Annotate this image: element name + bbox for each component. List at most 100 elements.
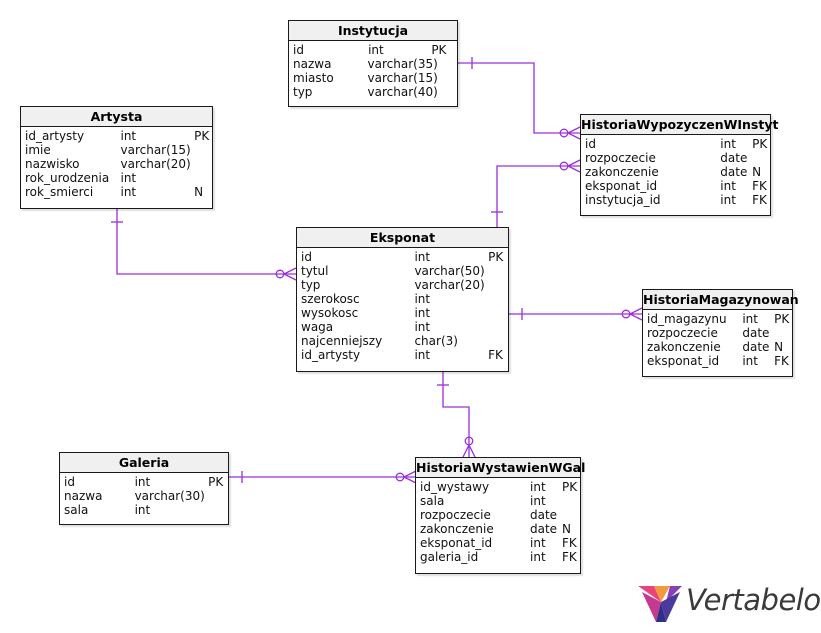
many-marker (283, 273, 297, 281)
table-title: HistoriaWystawienWGal (416, 458, 585, 478)
column-type: int (134, 475, 151, 489)
column-key (488, 264, 508, 278)
many-marker (629, 307, 643, 315)
many-marker (567, 159, 581, 167)
column-key (488, 278, 508, 292)
column-key: FK (562, 536, 577, 550)
column-type: varchar(40) (367, 85, 438, 99)
column-key: FK (752, 193, 767, 207)
column-name: miasto (293, 71, 334, 85)
column-key: PK (431, 43, 447, 57)
column-row[interactable]: typ varchar(40) (293, 85, 457, 99)
optional-marker (559, 128, 569, 138)
column-name: eksponat_id (585, 179, 658, 193)
relationship-eksponat-wypozyczen (496, 165, 580, 227)
many-marker (567, 165, 581, 173)
column-name: instytucja_id (585, 193, 661, 207)
column-name: typ (293, 85, 313, 99)
column-type: int (742, 312, 758, 326)
column-row[interactable]: miasto varchar(15) (293, 71, 457, 85)
column-type: date (530, 508, 558, 522)
column-name: imie (25, 143, 51, 157)
column-row[interactable]: eksponat_id int FK (420, 536, 580, 550)
column-name: eksponat_id (420, 536, 493, 550)
column-name: zakonczenie (647, 340, 721, 354)
column-name: eksponat_id (647, 354, 720, 368)
column-key: N (562, 522, 571, 536)
column-type: varchar(20) (120, 157, 191, 171)
column-key: PK (562, 480, 578, 494)
column-name: rok_urodzenia (25, 171, 110, 185)
table-title: HistoriaWypozyczenWInstyt (581, 115, 778, 135)
column-name: zakonczenie (585, 165, 659, 179)
column-name: id_magazynu (647, 312, 727, 326)
column-type: date (720, 165, 748, 179)
vertabelo-logo-icon (638, 586, 682, 622)
relationship-instytucja-wypozyczen (458, 62, 580, 134)
optional-marker (559, 161, 569, 171)
column-name: rozpoczecie (585, 151, 656, 165)
column-key (562, 494, 580, 508)
column-row[interactable]: waga int (301, 320, 508, 334)
column-name: wysokosc (301, 306, 359, 320)
column-type: int (414, 320, 431, 334)
table-title: Galeria (60, 453, 228, 473)
column-type: int (414, 250, 431, 264)
many-marker (629, 313, 643, 321)
column-key: FK (752, 179, 767, 193)
column-row[interactable]: eksponat_id int FK (585, 179, 770, 193)
column-type: int (720, 193, 736, 207)
column-name: waga (301, 320, 334, 334)
column-type: int (530, 536, 546, 550)
column-name: sala (64, 503, 89, 517)
optional-marker (275, 269, 285, 279)
column-key (488, 292, 508, 306)
column-key (432, 57, 457, 71)
column-type: int (720, 179, 736, 193)
column-row[interactable]: instytucja_id int FK (585, 193, 770, 207)
column-name: tytul (301, 264, 329, 278)
column-type: varchar(15) (367, 71, 438, 85)
